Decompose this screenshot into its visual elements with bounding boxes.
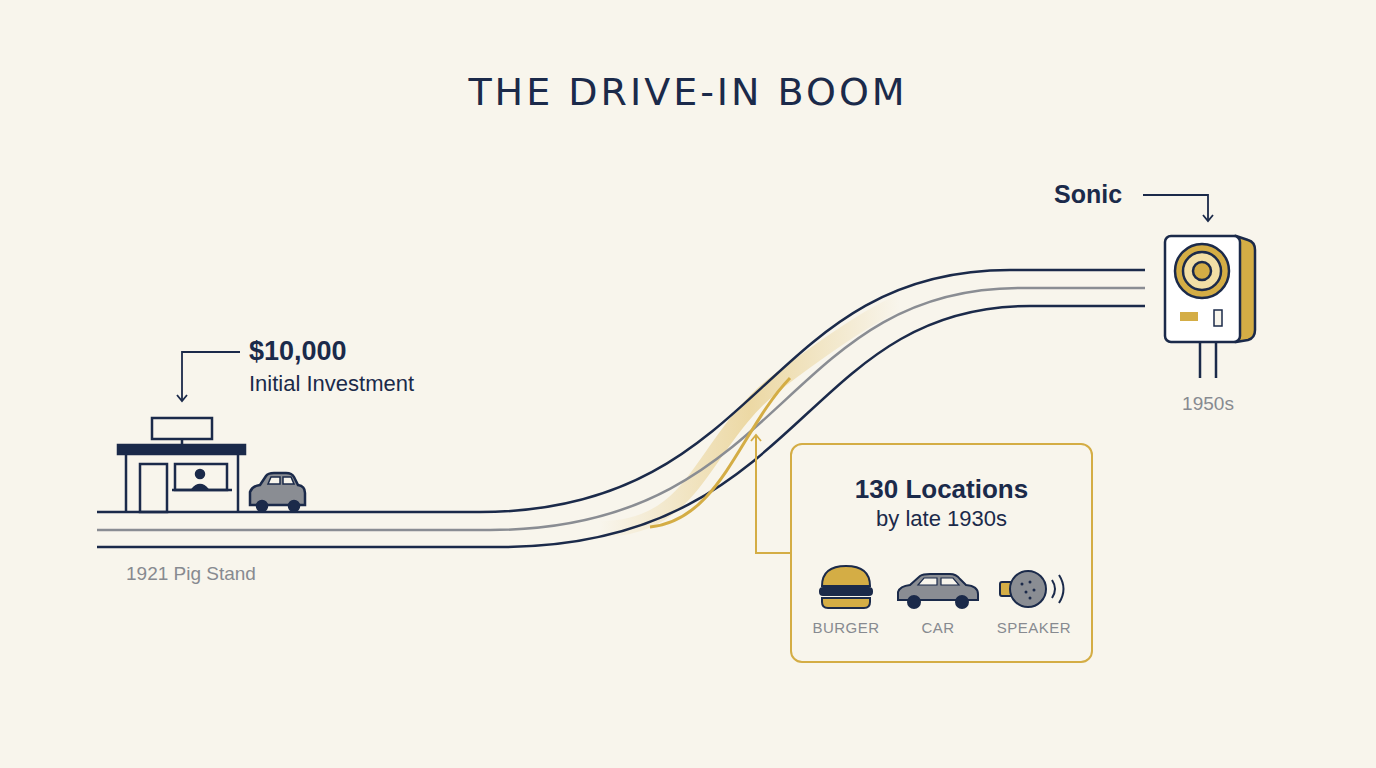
leader-line: [1143, 195, 1208, 220]
burger-icon: [820, 566, 872, 608]
brand-label: Sonic: [1054, 180, 1122, 209]
note-label: Initial Investment: [249, 371, 414, 397]
icon-label: BURGER: [812, 619, 879, 636]
place-label: 1921 Pig Stand: [126, 563, 256, 585]
callout-subtext: by late 1930s: [792, 505, 1091, 533]
title: THE DRIVE-IN BOOM: [468, 70, 907, 114]
speaker-icon: [1000, 571, 1064, 607]
car-symbol: [250, 473, 305, 511]
callout-heading: 130 Locations: [792, 473, 1091, 505]
leader-line: [182, 352, 240, 400]
pig-stand-building: [118, 418, 245, 512]
year-label: 1950s: [1182, 393, 1234, 415]
road: [97, 270, 1145, 547]
icon-label: SPEAKER: [997, 619, 1071, 636]
icon-label: CAR: [921, 619, 954, 636]
car-icon: [898, 574, 978, 608]
leader-line: [756, 436, 790, 553]
amount-label: $10,000: [249, 336, 347, 367]
speaker-post: [1165, 236, 1255, 378]
